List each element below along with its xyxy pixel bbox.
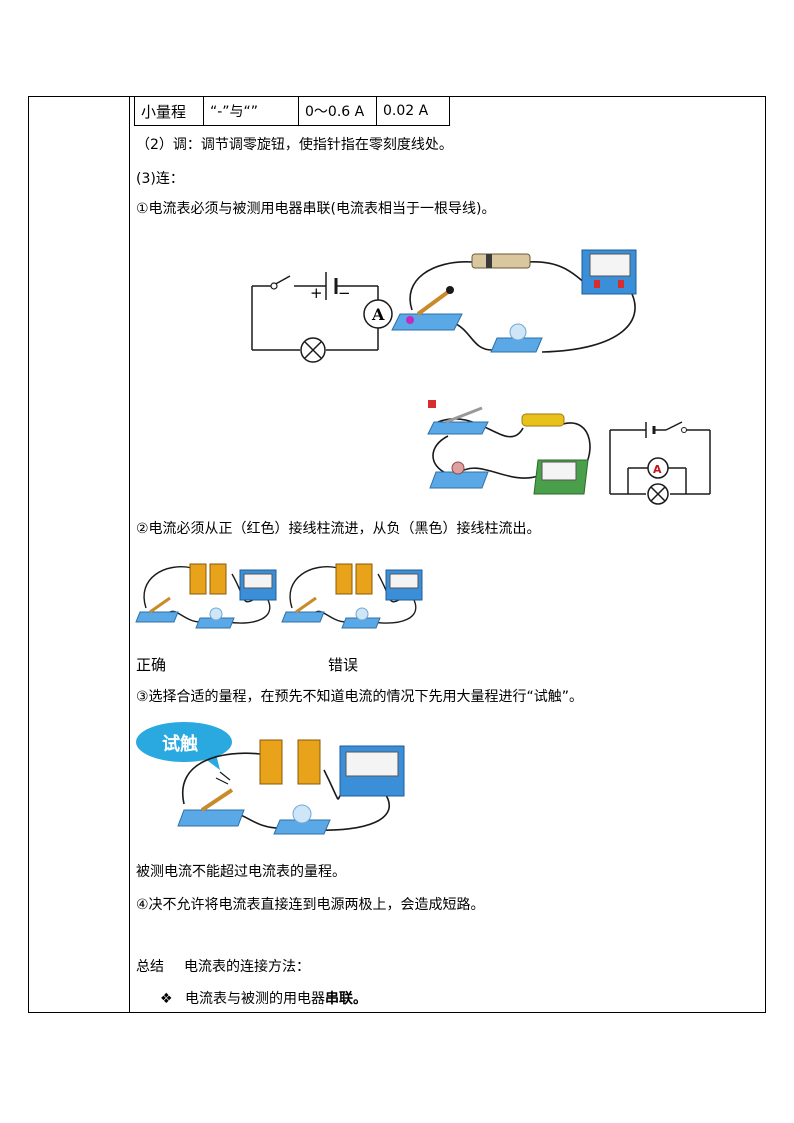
ammeter-letter: A (371, 305, 385, 324)
ammeter-letter-2: A (653, 463, 662, 476)
summary-label: 总结 (136, 959, 164, 975)
rule2-text: ②电流必须从正（红色）接线柱流进，从负（黑色）接线柱流出。 (136, 521, 541, 537)
bubble-text: 试触 (162, 733, 198, 755)
bullet-item: ❖ 电流表与被测的用电器串联。 (160, 990, 367, 1008)
bullet-text: 电流表与被测的用电器 (185, 991, 326, 1007)
range-label-cell: 小量程 (134, 96, 204, 126)
step2-text: （2）调：调节调零旋钮，使指针指在零刻度线处。 (136, 137, 453, 153)
rule1-text: ①电流表必须与被测用电器串联(电流表相当于一根导线)。 (136, 201, 496, 217)
range-table: 小量程 “-”与“” 0～0.6 A 0.02 A (134, 96, 450, 126)
caption-correct: 正确 (136, 656, 167, 674)
rule3-text: ③选择合适的量程，在预先不知道电流的情况下先用大量程进行“试触”。 (136, 689, 584, 705)
caption-wrong: 错误 (328, 656, 359, 674)
circuit-illustration-2 (427, 400, 591, 495)
division-cell: 0.02 A (376, 96, 450, 126)
bullet-bold-text: 串联。 (325, 991, 368, 1007)
step3-text: (3)连： (136, 171, 184, 187)
summary-title: 电流表的连接方法： (184, 959, 310, 975)
note-range-text: 被测电流不能超过电流表的量程。 (136, 864, 346, 880)
correct-connection-illustration (135, 563, 277, 629)
column-divider (129, 96, 130, 1013)
circuit-illustration-1 (391, 249, 637, 353)
plus-sign: + (310, 284, 323, 302)
circuit-schematic-1: + − A (251, 272, 393, 363)
table-row: 小量程 “-”与“” 0～0.6 A 0.02 A (134, 96, 450, 126)
terminals-cell: “-”与“” (203, 96, 299, 126)
trial-touch-illustration: 试触 (136, 722, 405, 835)
bullet-diamond-icon: ❖ (160, 991, 173, 1007)
minus-sign: − (338, 284, 351, 302)
rule4-text: ④决不允许将电流表直接连到电源两极上，会造成短路。 (136, 897, 485, 913)
circuit-schematic-2: A (609, 421, 711, 505)
range-cell: 0～0.6 A (298, 96, 377, 126)
wrong-connection-illustration (281, 563, 423, 629)
